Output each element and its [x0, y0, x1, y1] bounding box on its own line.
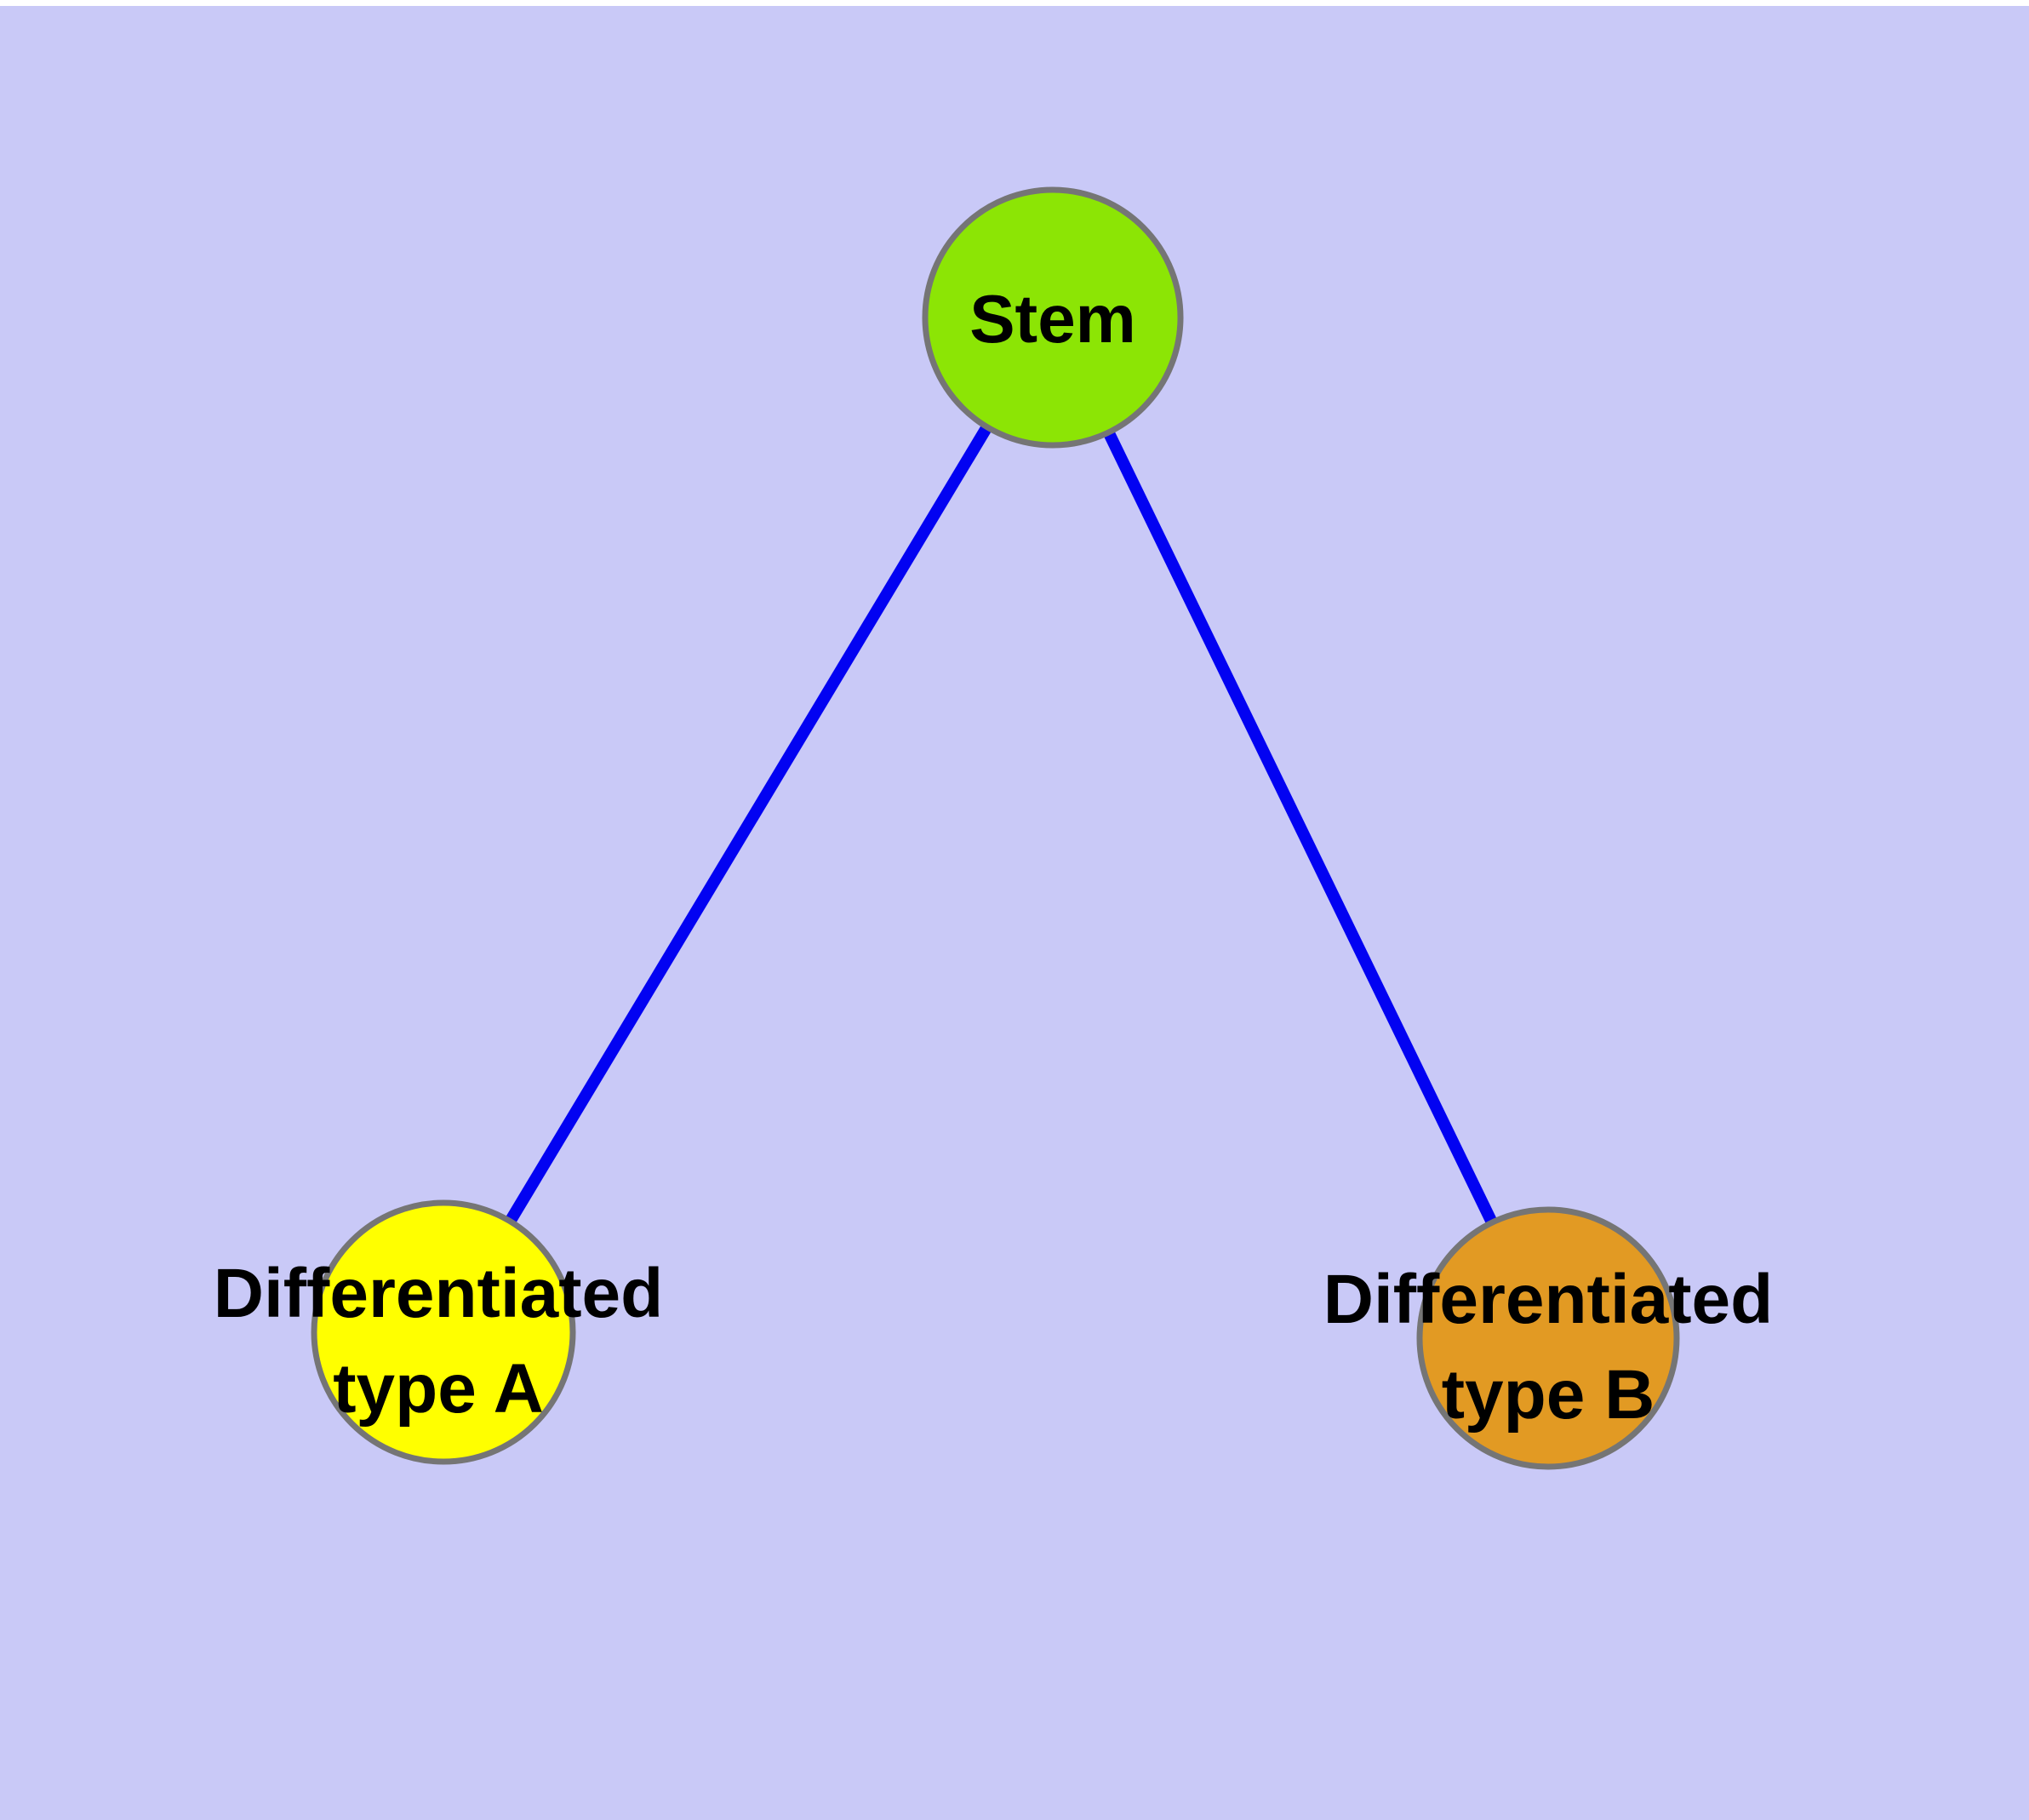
- node-diff-b-label-line2: type B: [1442, 1356, 1655, 1434]
- node-stem-label: Stem: [969, 281, 1136, 357]
- node-diff-a-circle: [311, 1199, 576, 1465]
- edge-stem-to-type-b: [1047, 314, 1554, 1342]
- node-diff-b-circle: [1416, 1206, 1680, 1470]
- node-diff-a-label-line1: Differentiated: [214, 1255, 664, 1332]
- edge-stem-to-type-a: [437, 314, 1059, 1336]
- node-diff-a-label-line2: type A: [333, 1350, 544, 1428]
- node-diff-b-label-line1: Differentiated: [1323, 1261, 1774, 1338]
- node-stem-circle: [922, 186, 1184, 449]
